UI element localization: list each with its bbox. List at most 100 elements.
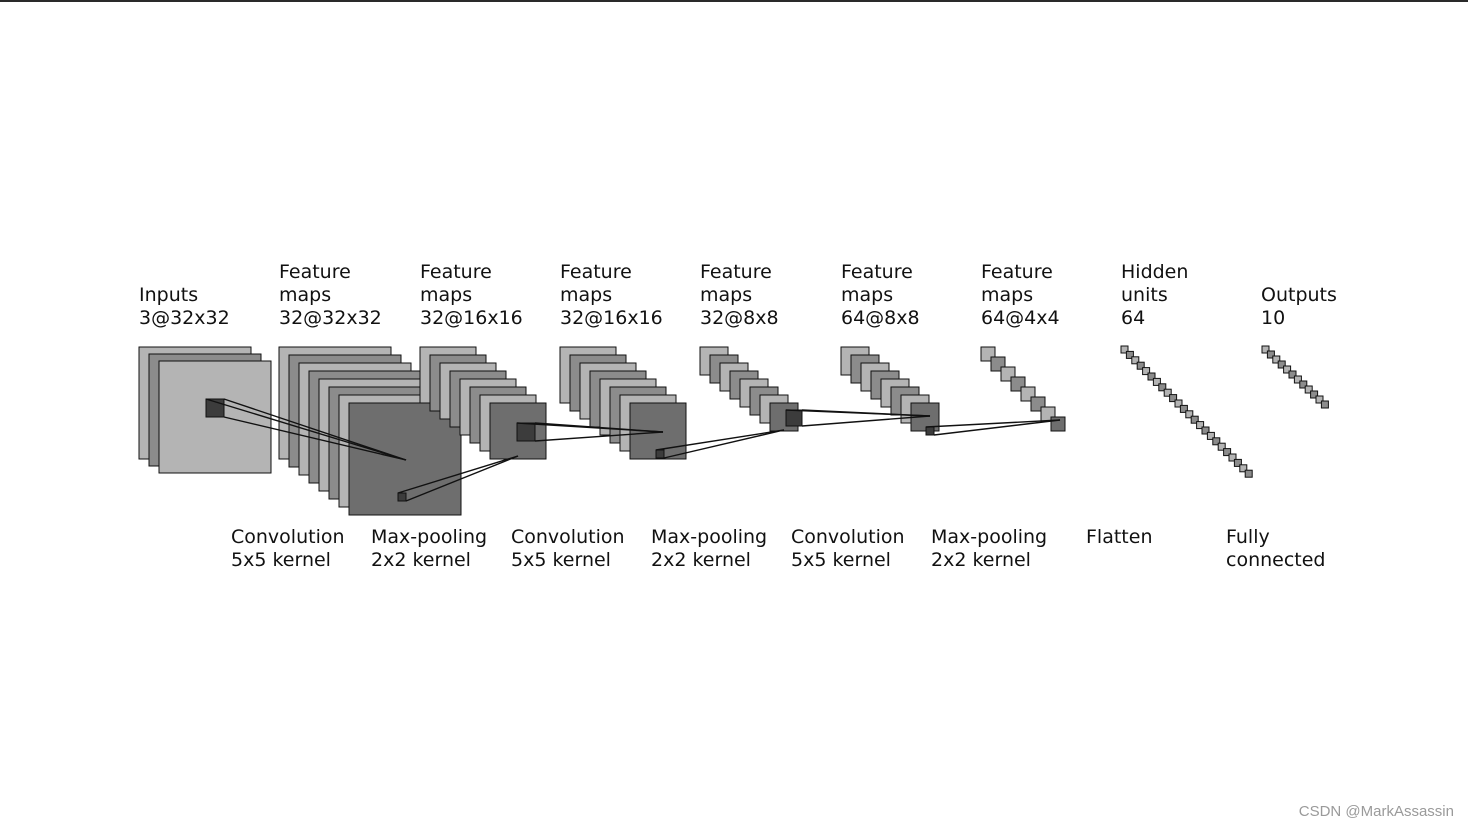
hidden-units-stack-map xyxy=(1174,399,1183,408)
hidden-units-stack-map xyxy=(1239,464,1248,473)
outputs-stack-map xyxy=(1277,360,1286,369)
op-name: Max-pooling xyxy=(651,526,768,548)
layer-label-outputs: Outputs 10 xyxy=(1261,284,1337,330)
op-detail: 2x2 kernel xyxy=(651,549,751,571)
op-detail: 2x2 kernel xyxy=(371,549,471,571)
pool3-stack xyxy=(980,346,1066,432)
input-stack xyxy=(138,346,272,474)
pool2-connector xyxy=(663,429,785,459)
outputs-stack-map xyxy=(1266,350,1275,359)
hidden-units-stack-map xyxy=(1233,458,1242,467)
layer-shape: 32@32x32 xyxy=(279,307,382,329)
kernel-patch xyxy=(785,409,803,427)
layer-shape: 32@16x16 xyxy=(420,307,523,329)
hidden-units-stack-map xyxy=(1131,356,1140,365)
outputs-stack-map xyxy=(1315,395,1324,404)
pool1-connector xyxy=(397,455,519,494)
layer-shape: 10 xyxy=(1261,307,1286,329)
outputs-stack-map xyxy=(1320,400,1329,409)
pool1-stack xyxy=(419,346,547,460)
pool-patch xyxy=(655,449,665,459)
hidden-units-stack-map xyxy=(1223,448,1232,457)
hidden-units-stack-map xyxy=(1169,394,1178,403)
hidden-units-stack-map xyxy=(1201,426,1210,435)
connection-lines xyxy=(205,398,1061,502)
pool2-connector xyxy=(655,429,785,451)
op-name: Max-pooling xyxy=(931,526,1048,548)
layer-shape: 32@16x16 xyxy=(560,307,663,329)
op-label-convolution-3: Convolution 5x5 kernel xyxy=(791,526,905,572)
op-detail: 5x5 kernel xyxy=(511,549,611,571)
op-label-flatten: Flatten xyxy=(1086,526,1152,549)
conv2-connector xyxy=(534,431,664,442)
op-detail: 2x2 kernel xyxy=(931,549,1031,571)
conv2-connector xyxy=(534,422,664,433)
hidden-units-stack-map xyxy=(1228,453,1237,462)
hidden-units-stack-map xyxy=(1196,421,1205,430)
layer-title: Inputs xyxy=(139,284,199,306)
hidden-units-stack-map xyxy=(1244,469,1253,478)
input-stack-map xyxy=(158,360,272,474)
outputs-stack-map xyxy=(1261,345,1270,354)
op-label-max-pooling-1: Max-pooling 2x2 kernel xyxy=(371,526,487,572)
pool-patch xyxy=(397,492,407,502)
op-name: Convolution xyxy=(511,526,625,548)
op-name: Convolution xyxy=(791,526,905,548)
conv2-stack xyxy=(559,346,687,460)
op-label-convolution-1: Convolution 5x5 kernel xyxy=(231,526,345,572)
op-detail: connected xyxy=(1226,549,1326,571)
layer-shape: 64@4x4 xyxy=(981,307,1060,329)
conv1-connector xyxy=(223,398,407,461)
hidden-units-stack-map xyxy=(1152,377,1161,386)
outputs-stack-map xyxy=(1299,380,1308,389)
hidden-units-stack-map xyxy=(1217,442,1226,451)
hidden-units-stack-map xyxy=(1125,350,1134,359)
pool1-connector xyxy=(405,455,519,502)
hidden-units-stack-map xyxy=(1136,361,1145,370)
outputs-stack-map xyxy=(1304,385,1313,394)
outputs-stack-map xyxy=(1310,390,1319,399)
hidden-units-stack-map xyxy=(1212,437,1221,446)
hidden-units-stack-map xyxy=(1206,431,1215,440)
layer-shape: 32@8x8 xyxy=(700,307,779,329)
conv1-connector xyxy=(223,416,407,461)
hidden-units-stack-map xyxy=(1185,410,1194,419)
op-name: Fully xyxy=(1226,526,1270,548)
conv1-stack xyxy=(278,346,462,516)
layer-title: Outputs xyxy=(1261,284,1337,306)
layer-shape: 3@32x32 xyxy=(139,307,230,329)
layer-label-inputs: Inputs 3@32x32 xyxy=(139,284,230,330)
top-border xyxy=(0,0,1468,2)
outputs-stack-map xyxy=(1272,355,1281,364)
op-label-convolution-2: Convolution 5x5 kernel xyxy=(511,526,625,572)
hidden-units-stack-map xyxy=(1120,345,1129,354)
outputs-stack xyxy=(1261,345,1329,409)
hidden-units-stack-map xyxy=(1179,404,1188,413)
watermark: CSDN @MarkAssassin xyxy=(1298,803,1454,820)
hidden-units-stack-map xyxy=(1158,383,1167,392)
op-detail: 5x5 kernel xyxy=(231,549,331,571)
pool-patch xyxy=(925,426,935,436)
op-name: Flatten xyxy=(1086,526,1153,548)
hidden-units-stack-map xyxy=(1142,367,1151,376)
pool3-connector xyxy=(933,419,1061,436)
pool2-stack xyxy=(699,346,803,432)
conv3-connector xyxy=(801,415,931,427)
op-name: Convolution xyxy=(231,526,345,548)
op-label-max-pooling-3: Max-pooling 2x2 kernel xyxy=(931,526,1047,572)
outputs-stack-map xyxy=(1283,365,1292,374)
